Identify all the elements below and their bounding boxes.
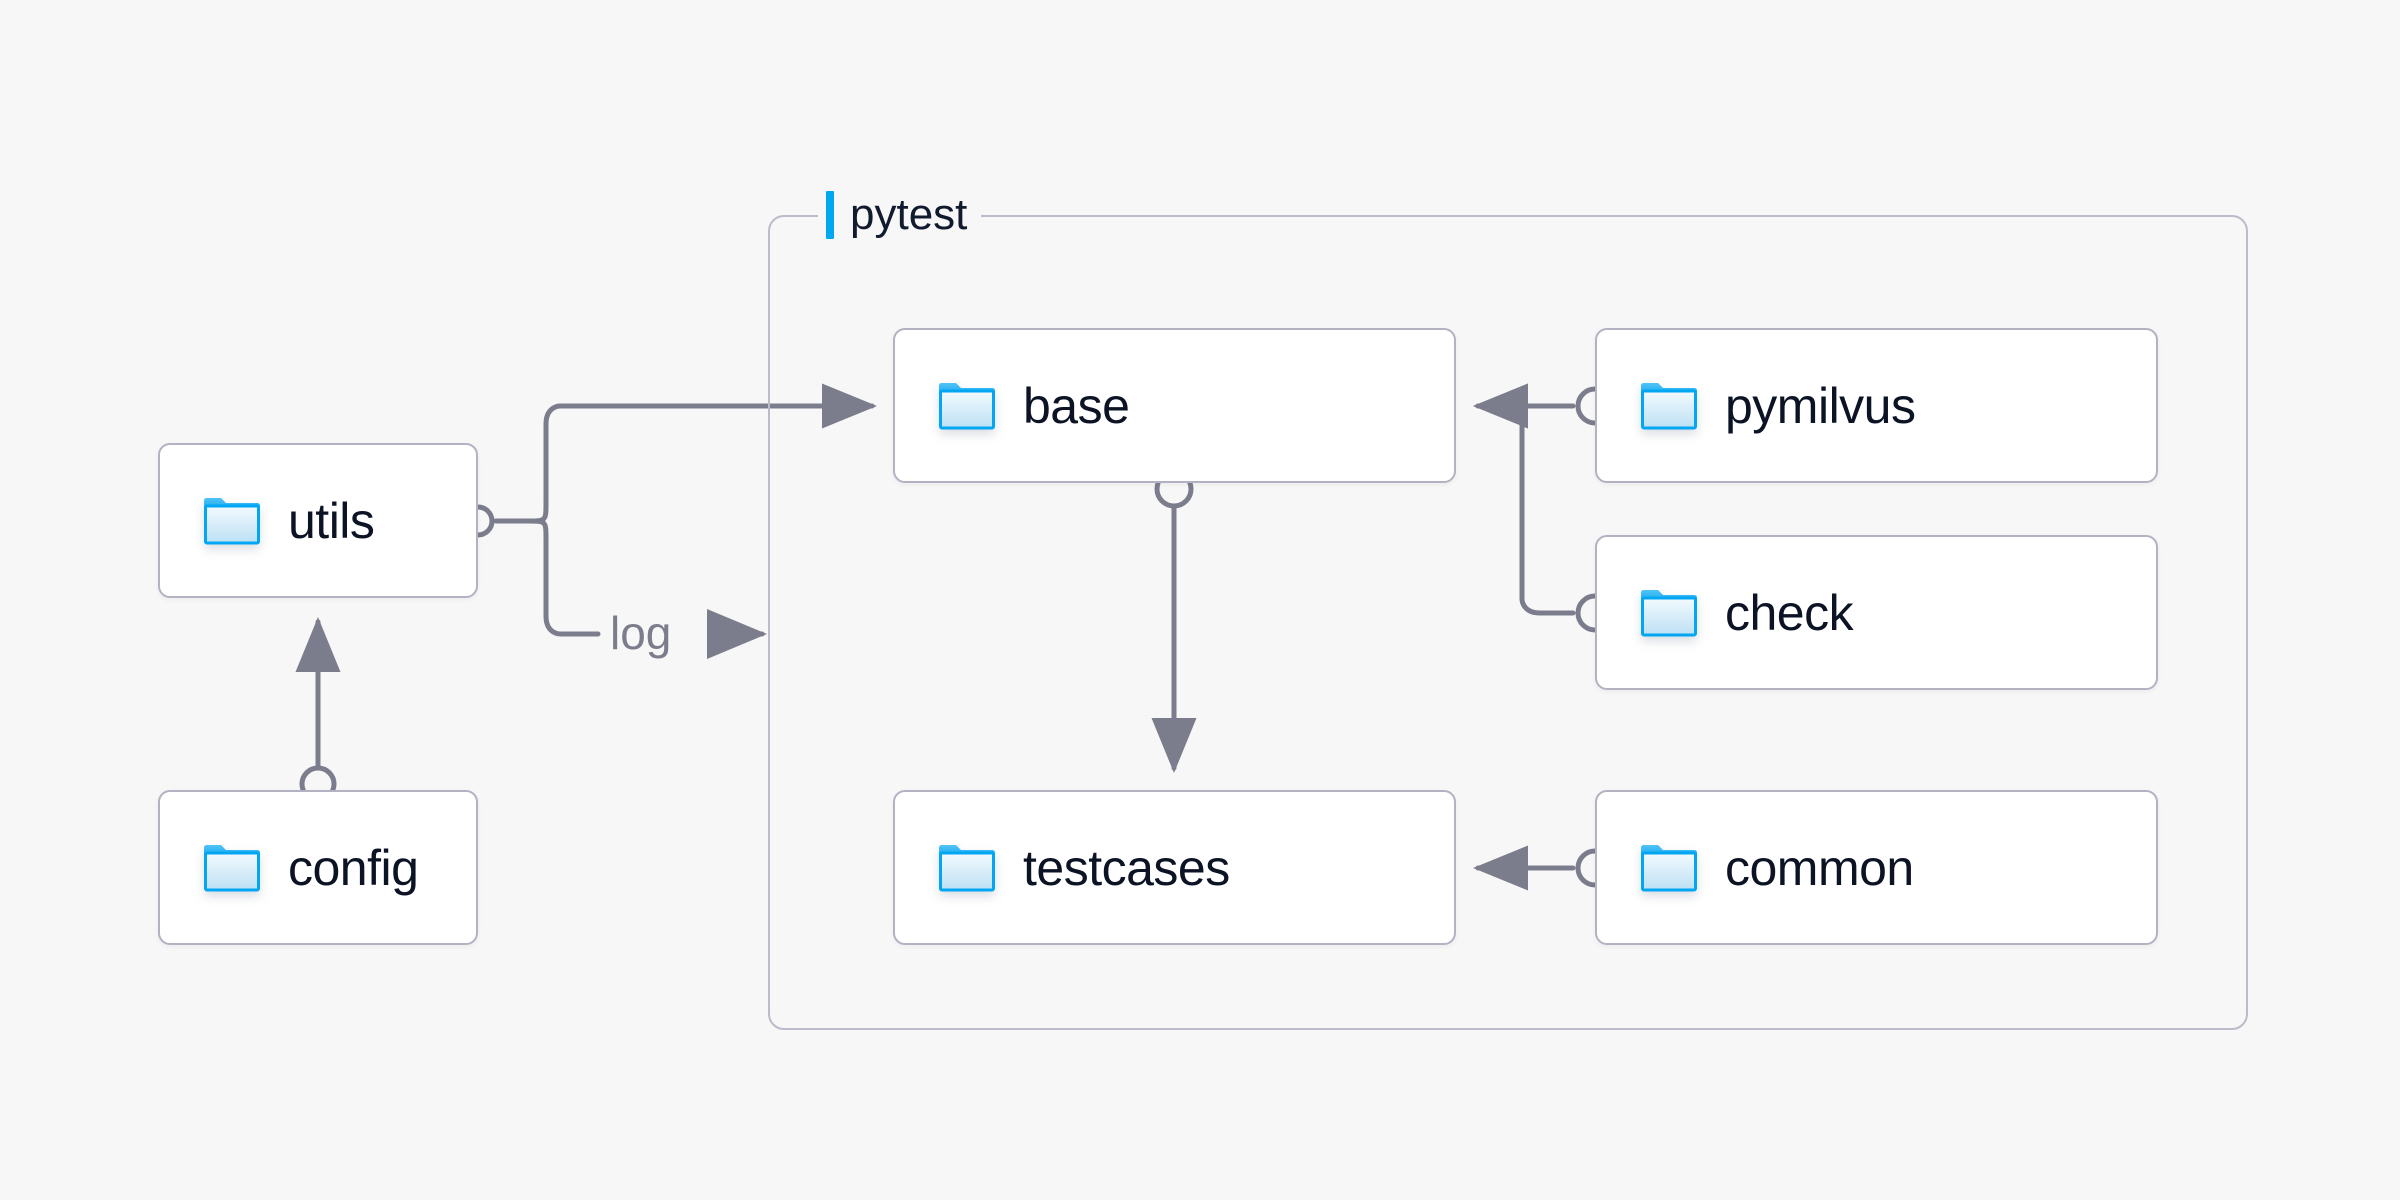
- node-label: testcases: [1023, 839, 1230, 896]
- accent-bar-icon: [826, 191, 834, 239]
- folder-icon: [202, 496, 262, 546]
- group-title-label: pytest: [850, 190, 968, 239]
- folder-icon: [1639, 381, 1699, 431]
- node-config[interactable]: config: [158, 790, 478, 945]
- group-container-pytest: [768, 215, 2248, 1030]
- folder-icon: [1639, 843, 1699, 893]
- node-label: common: [1725, 839, 1914, 896]
- folder-icon: [937, 843, 997, 893]
- node-label: utils: [288, 492, 375, 549]
- folder-icon: [1639, 588, 1699, 638]
- node-pymilvus[interactable]: pymilvus: [1595, 328, 2158, 483]
- node-common[interactable]: common: [1595, 790, 2158, 945]
- node-label: pymilvus: [1725, 377, 1916, 434]
- node-check[interactable]: check: [1595, 535, 2158, 690]
- edge-utils-to-log: [525, 518, 601, 637]
- node-base[interactable]: base: [893, 328, 1456, 483]
- edge-label-log: log: [602, 610, 680, 656]
- node-label: base: [1023, 377, 1130, 434]
- folder-icon: [937, 381, 997, 431]
- node-label: check: [1725, 584, 1854, 641]
- node-label: config: [288, 839, 419, 896]
- folder-icon: [202, 843, 262, 893]
- node-utils[interactable]: utils: [158, 443, 478, 598]
- group-title-pytest: pytest: [818, 190, 982, 239]
- node-testcases[interactable]: testcases: [893, 790, 1456, 945]
